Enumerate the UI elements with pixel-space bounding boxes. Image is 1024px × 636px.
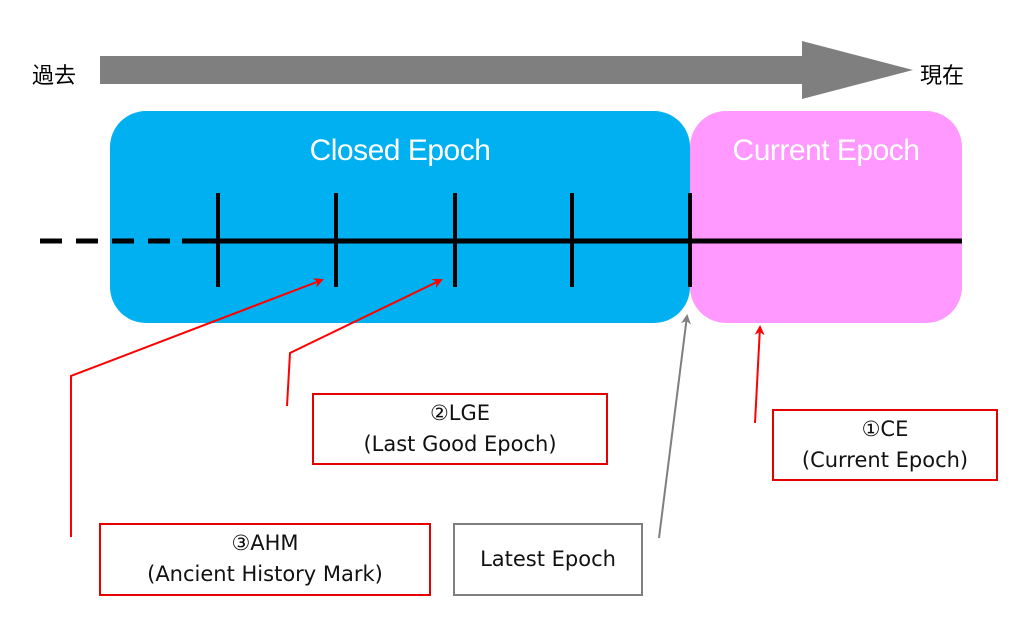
ahm-label-title: ③AHM [231, 531, 299, 555]
ce-pointer-arrow [754, 325, 765, 424]
closed-epoch-title: Closed Epoch [309, 134, 491, 167]
timeline-arrow [100, 41, 913, 99]
current-epoch-title: Current Epoch [732, 134, 920, 167]
ahm-label-box: ③AHM (Ancient History Mark) [99, 523, 431, 596]
current-epoch-region [690, 111, 962, 323]
lge-label-subtitle: (Last Good Epoch) [363, 432, 557, 456]
ahm-label-subtitle: (Ancient History Mark) [147, 562, 383, 586]
past-label: 過去 [32, 64, 77, 89]
latest-pointer-arrow [658, 314, 691, 539]
ce-label-title: ①CE [861, 417, 909, 441]
present-label: 現在 [920, 64, 965, 89]
latest-epoch-label: Latest Epoch [480, 547, 616, 571]
lge-label-box: ②LGE (Last Good Epoch) [312, 393, 608, 465]
lge-label-title: ②LGE [429, 401, 491, 425]
latest-epoch-label-box: Latest Epoch [453, 523, 643, 596]
lge-pointer-arrow [286, 278, 443, 407]
ce-label-box: ①CE (Current Epoch) [772, 409, 998, 481]
ce-label-subtitle: (Current Epoch) [801, 448, 969, 472]
ahm-pointer-arrow [70, 278, 324, 537]
closed-epoch-region [110, 111, 690, 323]
